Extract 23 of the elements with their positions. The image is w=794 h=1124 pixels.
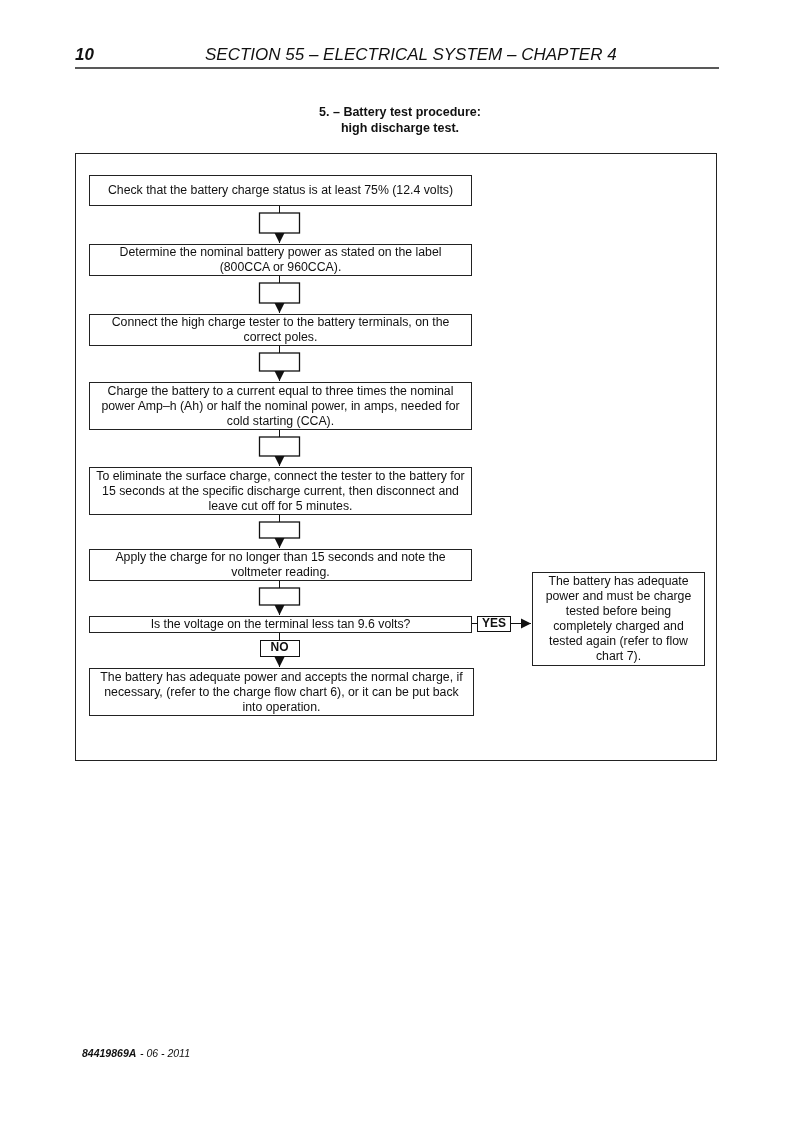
decision-box: [89, 616, 472, 633]
step-text: The battery has adequate power and accepts the normal charge, if necessary, (refer to the charge flow chart 6), or it can be put back into operation.: [99, 669, 464, 715]
step-text: Determine the nominal battery power as stated on the label (800CCA or 960CCA).: [118, 245, 443, 275]
process-box: [89, 549, 472, 581]
page-header: SECTION 55 – ELECTRICAL SYSTEM – CHAPTER 4: [205, 45, 617, 65]
step-text: To eliminate the surface charge, connect the tester to the battery for 15 seconds at the specific discharge current, then disconnect and leave cut off for 5 minutes.: [95, 468, 466, 514]
document-number: - 06 - 2011: [140, 1047, 190, 1059]
step-text: Charge the battery to a current equal to three times the nominal power Amp–h (Ah) or half the nominal power, in amps, needed for cold starting (CCA).: [100, 383, 461, 429]
step-text: Check that the battery charge status is at least 75% (12.4 volts): [106, 183, 455, 198]
process-box: [89, 244, 472, 276]
frame-box: [75, 153, 717, 761]
edge-label: YES: [477, 615, 511, 632]
edge-label: NO: [259, 640, 300, 657]
step-text: Connect the high charge tester to the battery terminals, on the correct poles.: [110, 315, 451, 345]
page-header: 10: [75, 45, 94, 65]
step-text: Apply the charge for no longer than 15 seconds and note the voltmeter reading.: [114, 550, 447, 580]
step-text: Is the voltage on the terminal less tan 9.6 volts?: [149, 617, 412, 632]
step-text: The battery has adequate power and must be charge tested before being completely charged and tested again (refer to flow chart 7).: [544, 574, 693, 664]
process-box: [532, 572, 705, 666]
title: 5. – Battery test procedure: high discharge test.: [318, 104, 482, 136]
process-box: [89, 175, 472, 206]
process-box: [89, 314, 472, 346]
document-number: 84419869A: [82, 1047, 137, 1059]
